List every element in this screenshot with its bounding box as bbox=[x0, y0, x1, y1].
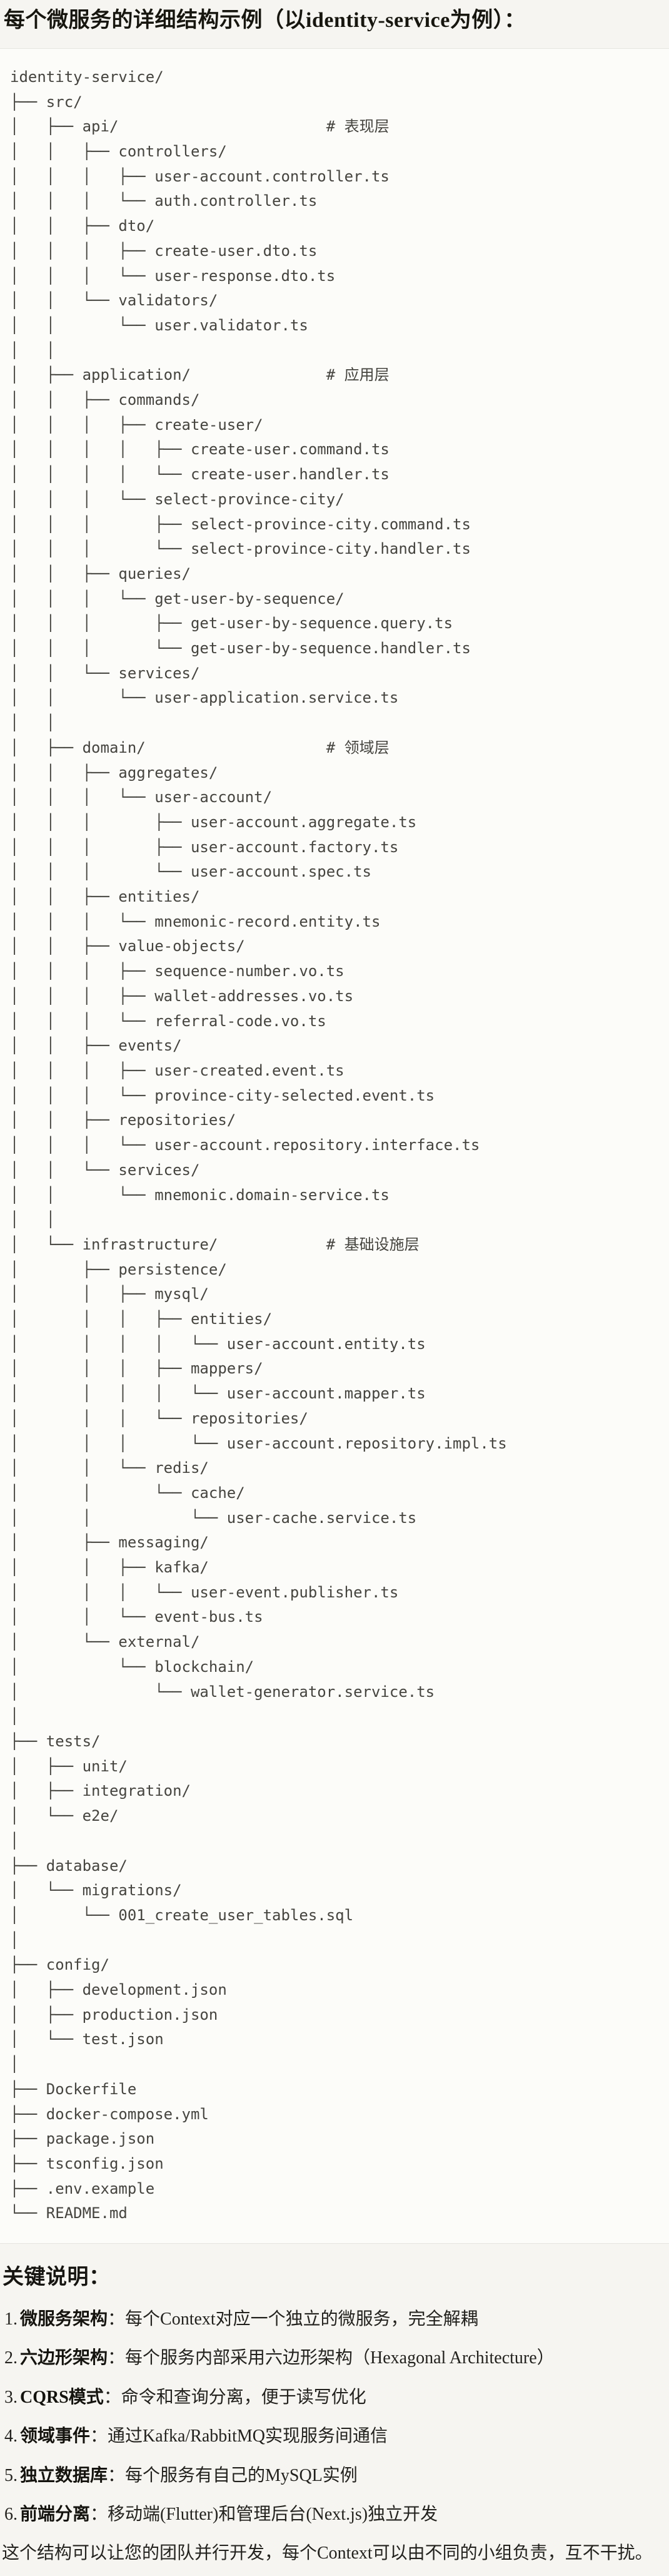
tree-text: identity-service/ ├── src/ │ ├── api/ # … bbox=[10, 68, 507, 2222]
note-term: CQRS模式 bbox=[20, 2387, 104, 2407]
note-text: ：通过Kafka/RabbitMQ实现服务间通信 bbox=[90, 2426, 388, 2446]
note-item-cqrs: 3.CQRS模式：命令和查询分离，便于读写优化 bbox=[1, 2378, 663, 2417]
note-text: ：每个服务内部采用六边形架构（Hexagonal Architecture） bbox=[108, 2348, 555, 2368]
note-term: 六边形架构 bbox=[20, 2348, 108, 2368]
note-number: 3. bbox=[4, 2387, 18, 2407]
note-term: 领域事件 bbox=[20, 2426, 91, 2446]
note-number: 6. bbox=[4, 2505, 18, 2525]
note-item-microservices: 1.微服务架构：每个Context对应一个独立的微服务，完全解耦 bbox=[1, 2300, 663, 2339]
key-notes-section: 关键说明： 1.微服务架构：每个Context对应一个独立的微服务，完全解耦 2… bbox=[0, 2264, 669, 2573]
note-number: 5. bbox=[4, 2465, 18, 2485]
notes-heading: 关键说明： bbox=[3, 2266, 111, 2289]
note-text: ：命令和查询分离，便于读写优化 bbox=[103, 2387, 366, 2407]
note-number: 2. bbox=[4, 2348, 18, 2368]
note-number: 1. bbox=[4, 2309, 18, 2329]
note-text: ：移动端(Flutter)和管理后台(Next.js)独立开发 bbox=[90, 2505, 438, 2525]
note-text: ：每个服务有自己的MySQL实例 bbox=[108, 2465, 358, 2485]
directory-tree-code-block: identity-service/ ├── src/ │ ├── api/ # … bbox=[0, 48, 669, 2244]
note-term: 微服务架构 bbox=[20, 2309, 108, 2329]
note-text: ：每个Context对应一个独立的微服务，完全解耦 bbox=[108, 2309, 478, 2329]
note-item-independent-db: 5.独立数据库：每个服务有自己的MySQL实例 bbox=[1, 2456, 663, 2495]
note-term: 独立数据库 bbox=[20, 2465, 108, 2485]
note-term: 前端分离 bbox=[20, 2505, 91, 2525]
page-title: 每个微服务的详细结构示例（以identity-service为例）： bbox=[4, 9, 526, 32]
note-item-hexagonal: 2.六边形架构：每个服务内部采用六边形架构（Hexagonal Architec… bbox=[1, 2339, 663, 2378]
note-number: 4. bbox=[4, 2426, 18, 2446]
note-item-frontend-split: 6.：移动端(Flutter)和管理后台(Next.js)独立开发前端分离：移动… bbox=[1, 2495, 663, 2534]
note-item-domain-events: 4.领域事件：通过Kafka/RabbitMQ实现服务间通信 bbox=[1, 2417, 663, 2456]
closing-paragraph: 这个结构可以让您的团队并行开发，每个Context可以由不同的小组负责，互不干扰… bbox=[2, 2543, 653, 2563]
